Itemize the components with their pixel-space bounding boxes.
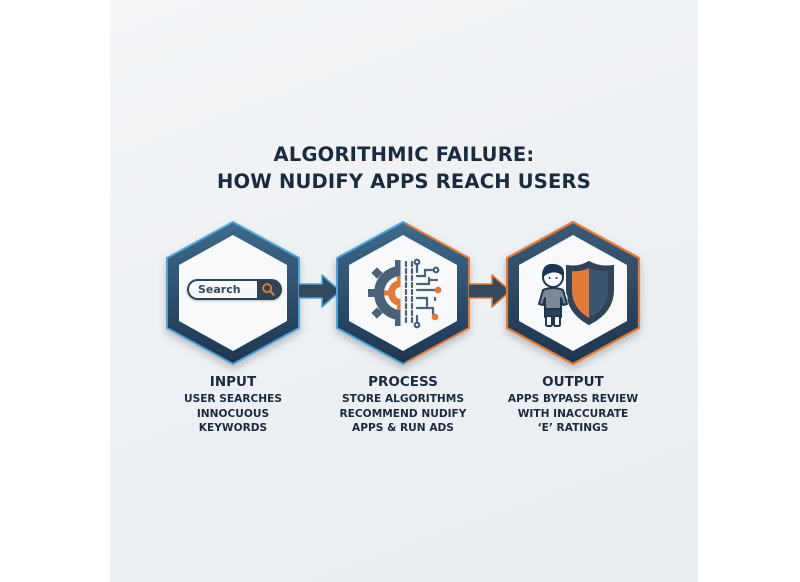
output-caption: OUTPUT APPS BYPASS REVIEW WITH INACCURAT…	[488, 374, 658, 436]
process-caption: PROCESS STORE ALGORITHMS RECOMMEND NUDIF…	[318, 374, 488, 436]
input-heading: INPUT	[209, 374, 257, 390]
shield-icon	[566, 260, 614, 326]
arrow-right-icon	[467, 273, 512, 309]
infographic-title: ALGORITHMIC FAILURE: HOW NUDIFY APPS REA…	[110, 141, 698, 195]
input-description: USER SEARCHES INNOCUOUS KEYWORDS	[183, 393, 283, 435]
process-heading: PROCESS	[368, 374, 438, 390]
search-label: Search	[189, 281, 257, 298]
gear-circuit-icon	[368, 258, 442, 329]
process-hexagon	[333, 220, 473, 366]
search-bar-icon: Search	[187, 279, 282, 300]
magnifier-icon	[262, 283, 275, 296]
output-heading: OUTPUT	[542, 374, 604, 390]
process-description: STORE ALGORITHMS RECOMMEND NUDIFY APPS &…	[339, 393, 467, 435]
output-description: APPS BYPASS REVIEW WITH INACCURATE ‘E’ R…	[507, 393, 639, 435]
output-hexagon	[503, 220, 643, 366]
title-line-2: HOW NUDIFY APPS REACH USERS	[216, 170, 592, 193]
title-line-1: ALGORITHMIC FAILURE:	[273, 143, 535, 166]
input-caption: INPUT USER SEARCHES INNOCUOUS KEYWORDS	[148, 374, 318, 436]
child-icon	[538, 263, 568, 327]
arrow-right-icon	[297, 273, 342, 309]
